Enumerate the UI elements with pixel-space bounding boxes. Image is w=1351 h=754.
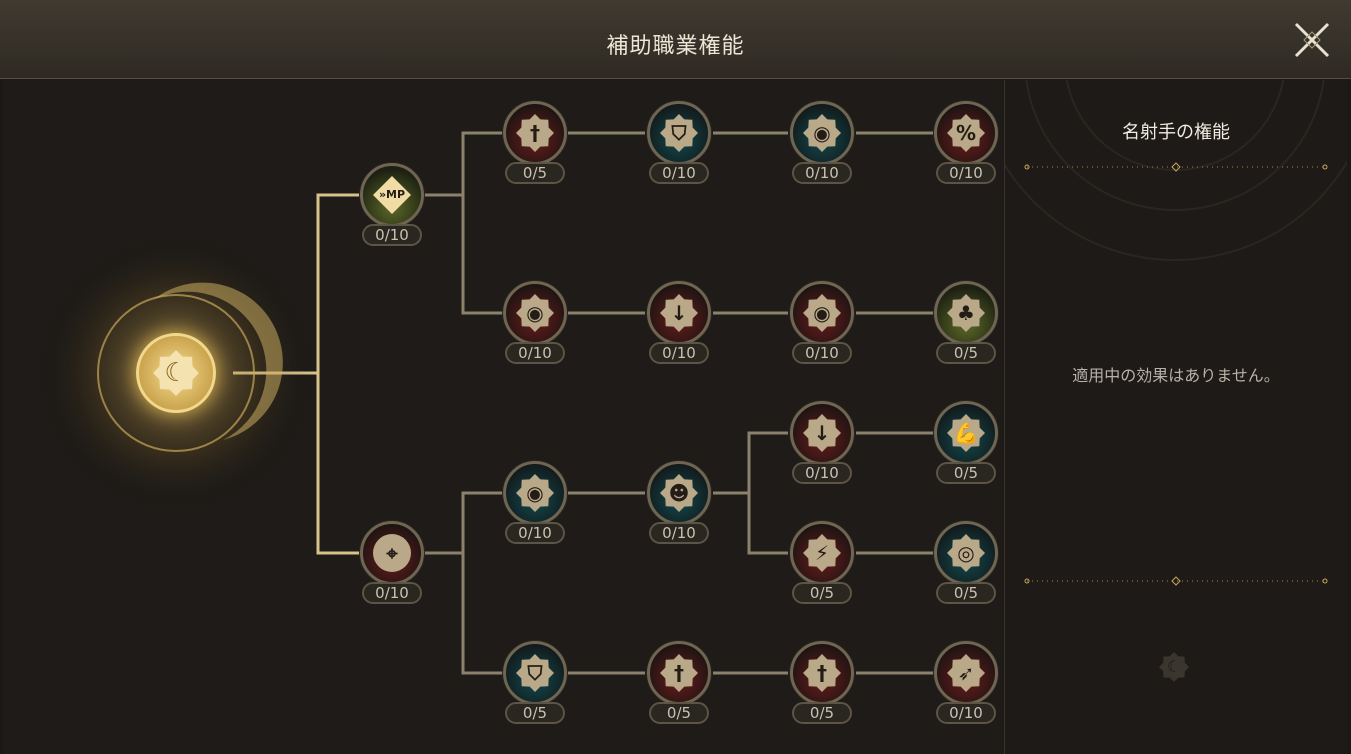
shield-icon: ⛉ <box>516 654 554 692</box>
info-panel: 名射手の権能 適用中の効果はありません。 ☾ <box>1004 80 1347 754</box>
boot-icon: ⚡ <box>803 534 841 572</box>
arrow-burst-icon: ➶ <box>947 654 985 692</box>
eye-icon: ◉ <box>516 474 554 512</box>
level-badge: 0/10 <box>505 342 565 364</box>
sword-icon: † <box>803 654 841 692</box>
level-badge: 0/5 <box>792 582 852 604</box>
percent-burst-icon: % <box>947 114 985 152</box>
skill-node[interactable]: ◉ <box>790 281 854 345</box>
class-emblem-icon: ☾ <box>1159 652 1189 682</box>
ornament-divider <box>1024 162 1328 172</box>
skill-node[interactable]: % <box>934 101 998 165</box>
blade-icon: ↓ <box>660 294 698 332</box>
skill-node[interactable]: † <box>790 641 854 705</box>
skill-node[interactable]: 💪 <box>934 401 998 465</box>
crescent-star-icon: ☾ <box>153 350 199 396</box>
clover-icon: ♣ <box>947 294 985 332</box>
close-icon[interactable] <box>1290 18 1334 62</box>
eye-icon: ◉ <box>516 294 554 332</box>
level-badge: 0/10 <box>936 702 996 724</box>
skill-node[interactable]: ☻ <box>647 461 711 525</box>
level-badge: 0/10 <box>362 224 422 246</box>
person-speed-icon: ☻ <box>660 474 698 512</box>
level-badge: 0/5 <box>936 342 996 364</box>
sword-icon: † <box>660 654 698 692</box>
level-badge: 0/5 <box>649 702 709 724</box>
window-title: 補助職業権能 <box>606 34 745 59</box>
skill-node[interactable]: ◎ <box>934 521 998 585</box>
book-eye-icon: ◎ <box>947 534 985 572</box>
ornament-divider <box>1024 576 1328 586</box>
level-badge: 0/5 <box>505 702 565 724</box>
level-badge: 0/10 <box>936 162 996 184</box>
skill-node[interactable]: ↓ <box>790 401 854 465</box>
panel-title: 名射手の権能 <box>1122 122 1230 143</box>
level-badge: 0/5 <box>505 162 565 184</box>
skill-node[interactable]: ⛉ <box>647 101 711 165</box>
level-badge: 0/10 <box>792 342 852 364</box>
level-badge: 0/10 <box>649 342 709 364</box>
level-badge: 0/5 <box>936 462 996 484</box>
shield-icon: ⛉ <box>660 114 698 152</box>
skill-node[interactable]: ⚡ <box>790 521 854 585</box>
no-effects-text: 適用中の効果はありません。 <box>1072 366 1280 385</box>
level-badge: 0/10 <box>649 522 709 544</box>
eye-icon: ◉ <box>803 294 841 332</box>
background-sunburst <box>1005 80 1347 261</box>
level-badge: 0/10 <box>649 162 709 184</box>
muscle-icon: 💪 <box>947 414 985 452</box>
mp-boost-icon: »MP <box>373 176 411 214</box>
sword-icon: † <box>516 114 554 152</box>
blade-icon: ↓ <box>803 414 841 452</box>
root-emblem[interactable]: ☾ <box>136 333 216 413</box>
title-bar: 補助職業権能 <box>0 0 1351 79</box>
level-badge: 0/10 <box>792 162 852 184</box>
level-badge: 0/10 <box>362 582 422 604</box>
eye-icon: ◉ <box>803 114 841 152</box>
skill-node[interactable]: ♣ <box>934 281 998 345</box>
skill-node-mp[interactable]: »MP <box>360 163 424 227</box>
skill-node[interactable]: ⛉ <box>503 641 567 705</box>
skill-node[interactable]: ➶ <box>934 641 998 705</box>
skill-node[interactable]: ↓ <box>647 281 711 345</box>
level-badge: 0/5 <box>936 582 996 604</box>
skill-node[interactable]: † <box>647 641 711 705</box>
crosshair-icon: ⌖ <box>373 534 411 572</box>
tree-connectors <box>36 131 933 675</box>
skill-node[interactable]: ◉ <box>503 461 567 525</box>
skill-node[interactable]: ◉ <box>503 281 567 345</box>
skill-tree-panel: ☾ »MP 0/10 ⌖ 0/10 † 0/5 ⛉ 0/10 ◉ 0/10% 0/10 ◉ 0/… <box>3 80 1003 754</box>
skill-node[interactable]: † <box>503 101 567 165</box>
skill-node[interactable]: ◉ <box>790 101 854 165</box>
level-badge: 0/5 <box>792 702 852 724</box>
level-badge: 0/10 <box>505 522 565 544</box>
level-badge: 0/10 <box>792 462 852 484</box>
skill-node-crosshair[interactable]: ⌖ <box>360 521 424 585</box>
